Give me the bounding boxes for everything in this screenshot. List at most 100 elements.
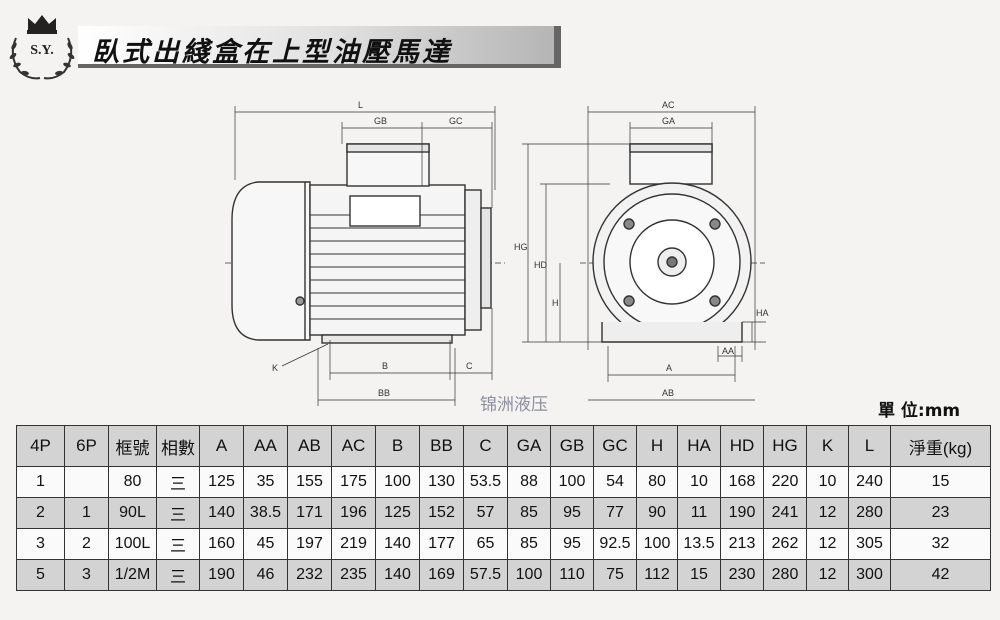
table-cell: 125	[199, 466, 244, 498]
svg-text:A: A	[666, 363, 672, 373]
table-cell: 12	[806, 559, 849, 591]
brand-logo: S.Y.	[6, 12, 78, 82]
table-cell: 42	[890, 559, 991, 591]
table-cell: 262	[763, 528, 807, 560]
column-header: L	[848, 425, 891, 467]
column-header: GC	[593, 425, 637, 467]
table-cell: 57.5	[463, 559, 508, 591]
column-header: 相數	[156, 425, 200, 467]
table-cell: 197	[287, 528, 332, 560]
table-cell: 85	[507, 497, 551, 529]
table-cell: 35	[243, 466, 288, 498]
table-cell: 100	[550, 466, 594, 498]
watermark-text: 锦洲液压	[480, 395, 548, 415]
table-cell: 160	[199, 528, 244, 560]
table-cell: 1	[64, 497, 109, 529]
table-cell: 140	[199, 497, 244, 529]
title-banner: 臥式出綫盒在上型油壓馬達	[78, 26, 561, 68]
table-cell: 45	[243, 528, 288, 560]
table-cell: 三	[156, 528, 200, 560]
table-cell: 140	[375, 559, 420, 591]
table-cell: 95	[550, 497, 594, 529]
unit-label: 單 位:mm	[878, 401, 961, 421]
table-cell: 232	[287, 559, 332, 591]
table-cell: 77	[593, 497, 637, 529]
svg-text:BB: BB	[378, 388, 390, 398]
table-cell: 169	[419, 559, 464, 591]
logo-text: S.Y.	[30, 43, 54, 58]
column-header: 6P	[64, 425, 109, 467]
column-header: HD	[720, 425, 764, 467]
table-cell: 38.5	[243, 497, 288, 529]
table-cell: 110	[550, 559, 594, 591]
svg-text:C: C	[466, 361, 473, 371]
table-cell: 177	[419, 528, 464, 560]
table-cell: 53.5	[463, 466, 508, 498]
table-cell: 65	[463, 528, 508, 560]
svg-text:GA: GA	[662, 116, 675, 126]
motor-dimension-drawing: L GB GC K B C BB	[225, 100, 769, 406]
table-cell: 196	[331, 497, 376, 529]
table-cell: 230	[720, 559, 764, 591]
table-cell: 三	[156, 559, 200, 591]
table-cell: 152	[419, 497, 464, 529]
crown-wreath-icon	[9, 15, 75, 80]
svg-text:AB: AB	[662, 388, 674, 398]
column-header: GA	[507, 425, 551, 467]
svg-text:B: B	[382, 361, 388, 371]
front-view	[522, 106, 766, 401]
table-cell: 5	[16, 559, 65, 591]
table-cell: 90L	[108, 497, 157, 529]
column-header: GB	[550, 425, 594, 467]
table-cell: 175	[331, 466, 376, 498]
table-cell: 305	[848, 528, 891, 560]
side-view-labels: L GB GC K B C BB	[272, 100, 473, 398]
table-cell: 13.5	[677, 528, 721, 560]
table-cell: 80	[636, 466, 678, 498]
table-cell: 三	[156, 497, 200, 529]
table-cell: 12	[806, 497, 849, 529]
svg-text:HD: HD	[534, 260, 547, 270]
table-cell: 155	[287, 466, 332, 498]
table-cell: 85	[507, 528, 551, 560]
page-title: 臥式出綫盒在上型油壓馬達	[92, 37, 452, 68]
table-cell: 100	[507, 559, 551, 591]
table-cell: 1	[16, 466, 65, 498]
table-cell: 240	[848, 466, 891, 498]
column-header: 淨重(kg)	[890, 425, 991, 467]
svg-text:AA: AA	[722, 346, 734, 356]
column-header: C	[463, 425, 508, 467]
svg-text:GB: GB	[374, 116, 387, 126]
side-view	[225, 106, 505, 406]
table-cell: 3	[16, 528, 65, 560]
table-cell: 220	[763, 466, 807, 498]
table-cell: 2	[64, 528, 109, 560]
table-cell: 219	[331, 528, 376, 560]
svg-text:GC: GC	[449, 116, 463, 126]
table-cell: 1/2M	[108, 559, 157, 591]
table-cell: 100	[375, 466, 420, 498]
table-cell: 92.5	[593, 528, 637, 560]
table-cell: 112	[636, 559, 678, 591]
table-cell: 171	[287, 497, 332, 529]
column-header: AC	[331, 425, 376, 467]
table-cell: 46	[243, 559, 288, 591]
table-cell: 125	[375, 497, 420, 529]
column-header: B	[375, 425, 420, 467]
table-cell: 235	[331, 559, 376, 591]
table-cell: 三	[156, 466, 200, 498]
table-cell: 140	[375, 528, 420, 560]
table-cell: 10	[806, 466, 849, 498]
table-cell: 32	[890, 528, 991, 560]
table-cell: 54	[593, 466, 637, 498]
column-header: AA	[243, 425, 288, 467]
table-cell: 11	[677, 497, 721, 529]
table-cell: 88	[507, 466, 551, 498]
table-cell: 241	[763, 497, 807, 529]
table-cell: 2	[16, 497, 65, 529]
